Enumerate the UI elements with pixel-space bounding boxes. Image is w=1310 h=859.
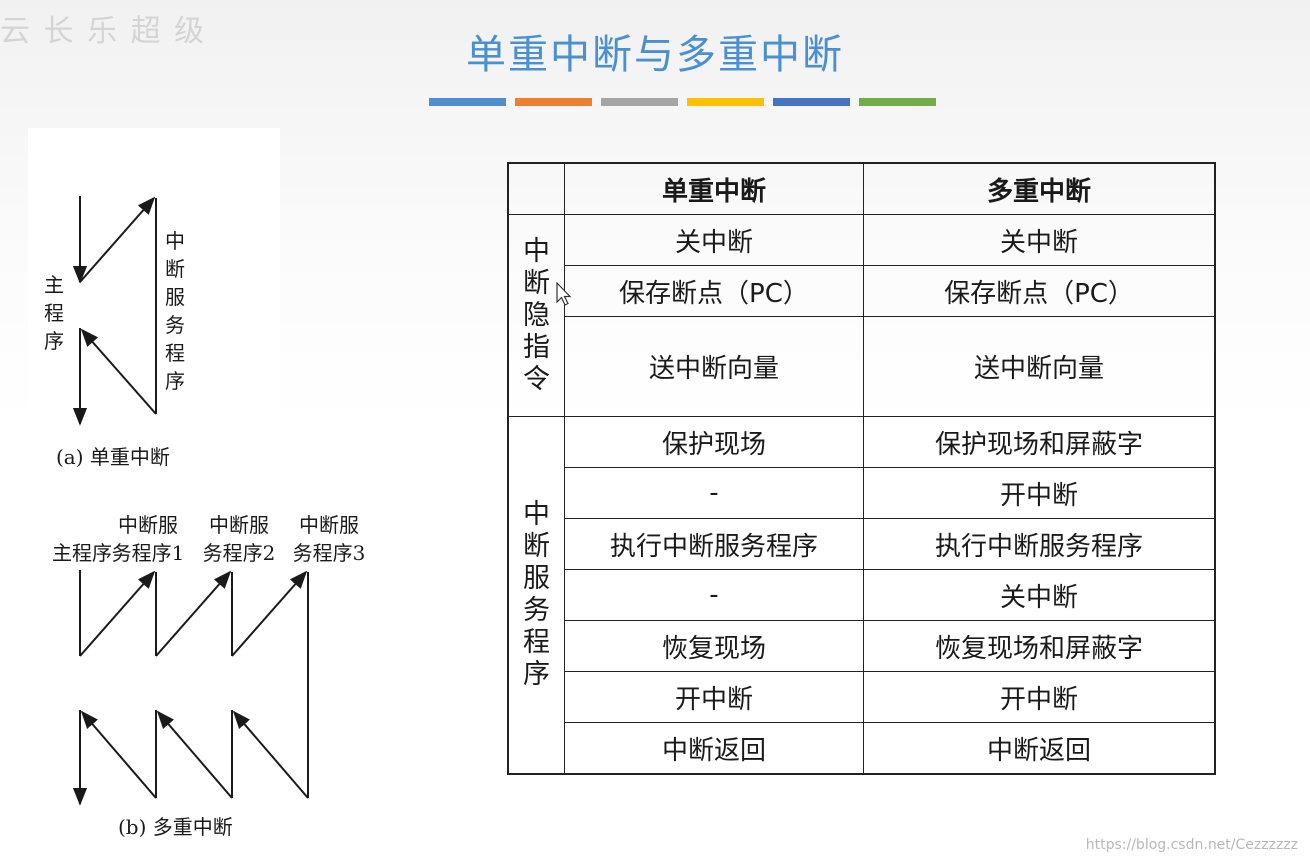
cell-single: - bbox=[563, 569, 865, 621]
table-row: 中断服务程序 保护现场 保护现场和屏蔽字 bbox=[507, 416, 1216, 775]
logo-watermark: 云 长 乐 超 级 bbox=[0, 14, 207, 49]
source-watermark: https://blog.csdn.net/Cezzzzzz bbox=[1085, 837, 1298, 853]
isr2-label-line1: 中断服 bbox=[209, 513, 269, 537]
table-row: 送中断向量 送中断向量 bbox=[508, 316, 1216, 417]
main-program-label: 主程序 bbox=[44, 273, 64, 353]
header-corner-cell bbox=[507, 162, 565, 215]
diagram-b-caption: (b) 多重中断 bbox=[118, 815, 233, 839]
comparison-table: 单重中断 多重中断 中断隐指令 关中断 关中断 保存断点（PC） 保存断点（PC… bbox=[507, 162, 1216, 775]
color-bar-3 bbox=[601, 98, 678, 106]
single-interrupt-diagram: 主程序 中断服务程序 (a) 单重中断 bbox=[28, 128, 280, 470]
header-multi: 多重中断 bbox=[863, 162, 1216, 215]
cell-multi: 送中断向量 bbox=[863, 316, 1216, 417]
mouse-cursor-icon bbox=[556, 282, 572, 306]
isr1-label-line2: 务程序1 bbox=[112, 541, 185, 565]
cell-single: 保存断点（PC） bbox=[563, 265, 865, 317]
cell-multi: 保护现场和屏蔽字 bbox=[863, 416, 1216, 468]
isr2-label-line2: 务程序2 bbox=[203, 541, 276, 565]
table-row: 恢复现场 恢复现场和屏蔽字 bbox=[508, 620, 1216, 672]
cell-multi: 关中断 bbox=[863, 569, 1216, 621]
color-bar-6 bbox=[859, 98, 936, 106]
return-to-isr2 bbox=[232, 710, 309, 799]
header-single: 单重中断 bbox=[563, 162, 865, 215]
table-row: 保存断点（PC） 保存断点（PC） bbox=[508, 265, 1216, 317]
return-to-main bbox=[80, 710, 157, 799]
cell-single: - bbox=[563, 467, 865, 519]
table-row: 中断返回 中断返回 bbox=[508, 722, 1216, 775]
cell-multi: 开中断 bbox=[863, 671, 1216, 723]
multiple-interrupt-diagram: 主程序 中断服 务程序1 中断服 务程序2 中断服 务程序3 (b) 多重中断 bbox=[18, 500, 388, 852]
cell-multi: 恢复现场和屏蔽字 bbox=[863, 620, 1216, 672]
table-row: 中断隐指令 关中断 关中断 bbox=[507, 214, 1216, 417]
jump-to-isr1 bbox=[79, 570, 156, 657]
cell-single: 开中断 bbox=[563, 671, 865, 723]
table-row: - 关中断 bbox=[508, 569, 1216, 621]
table-header-row: 单重中断 多重中断 bbox=[507, 162, 1216, 215]
jump-to-isr3 bbox=[231, 570, 308, 657]
return-arrow bbox=[80, 328, 157, 415]
cell-single: 关中断 bbox=[563, 214, 865, 266]
color-bar-2 bbox=[515, 98, 592, 106]
cell-multi: 保存断点（PC） bbox=[863, 265, 1216, 317]
cell-multi: 开中断 bbox=[863, 467, 1216, 519]
cell-single: 送中断向量 bbox=[563, 316, 865, 417]
main-program-label: 主程序 bbox=[52, 541, 112, 565]
cell-multi: 关中断 bbox=[863, 214, 1216, 266]
isr1-label-line1: 中断服 bbox=[118, 513, 178, 537]
diagram-a-caption: (a) 单重中断 bbox=[56, 445, 170, 469]
cell-single: 恢复现场 bbox=[563, 620, 865, 672]
single-interrupt-svg: 主程序 中断服务程序 (a) 单重中断 bbox=[44, 196, 185, 469]
interrupt-jump-arrow bbox=[79, 196, 156, 283]
color-bar-1 bbox=[429, 98, 506, 106]
isr3-label-line1: 中断服 bbox=[299, 513, 359, 537]
page-title: 单重中断与多重中断 bbox=[466, 32, 844, 78]
cell-multi: 中断返回 bbox=[863, 722, 1216, 775]
multiple-interrupt-svg: 主程序 中断服 务程序1 中断服 务程序2 中断服 务程序3 (b) 多重中断 bbox=[52, 513, 366, 839]
cell-single: 中断返回 bbox=[563, 722, 865, 775]
color-bar-4 bbox=[687, 98, 764, 106]
jump-to-isr2 bbox=[155, 570, 232, 657]
isr-label: 中断服务程序 bbox=[165, 229, 185, 393]
cell-multi: 执行中断服务程序 bbox=[863, 518, 1216, 570]
return-to-isr1 bbox=[156, 710, 233, 799]
group-label-implicit: 中断隐指令 bbox=[507, 214, 565, 417]
color-bar-5 bbox=[773, 98, 850, 106]
cell-single: 保护现场 bbox=[563, 416, 865, 468]
cell-single: 执行中断服务程序 bbox=[563, 518, 865, 570]
table-row: - 开中断 bbox=[508, 467, 1216, 519]
table-row: 执行中断服务程序 执行中断服务程序 bbox=[508, 518, 1216, 570]
isr3-label-line2: 务程序3 bbox=[293, 541, 366, 565]
group-label-isr: 中断服务程序 bbox=[507, 416, 565, 775]
table-row: 开中断 开中断 bbox=[508, 671, 1216, 723]
